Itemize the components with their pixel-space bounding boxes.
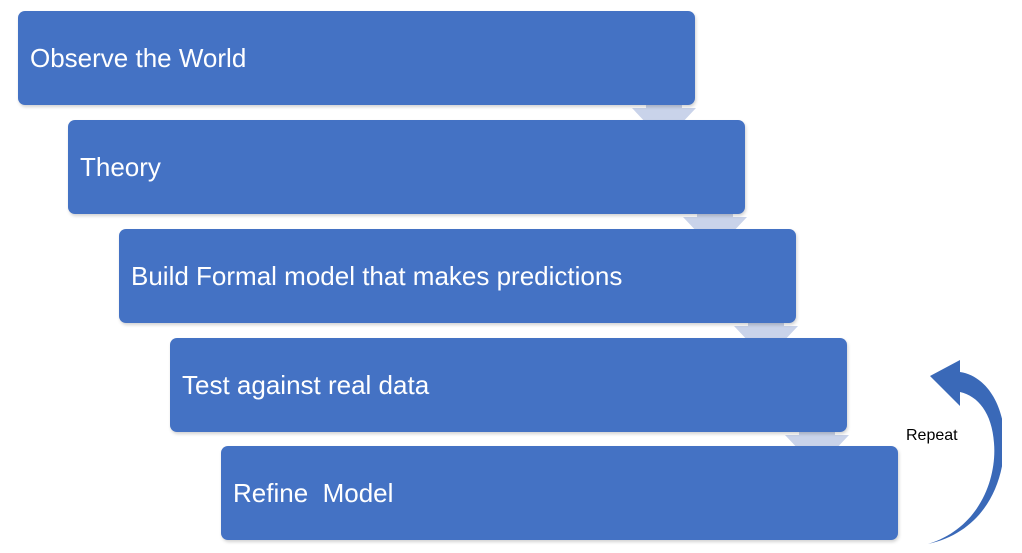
- step-theory: Theory: [68, 120, 745, 214]
- curved-repeat-arrow-icon: [928, 360, 1002, 544]
- step-test-against-real-data: Test against real data: [170, 338, 847, 432]
- repeat-label: Repeat: [906, 427, 958, 444]
- step-observe-the-world: Observe the World: [18, 11, 695, 105]
- step-refine-model: Refine Model: [221, 446, 898, 540]
- step-build-formal-model: Build Formal model that makes prediction…: [119, 229, 796, 323]
